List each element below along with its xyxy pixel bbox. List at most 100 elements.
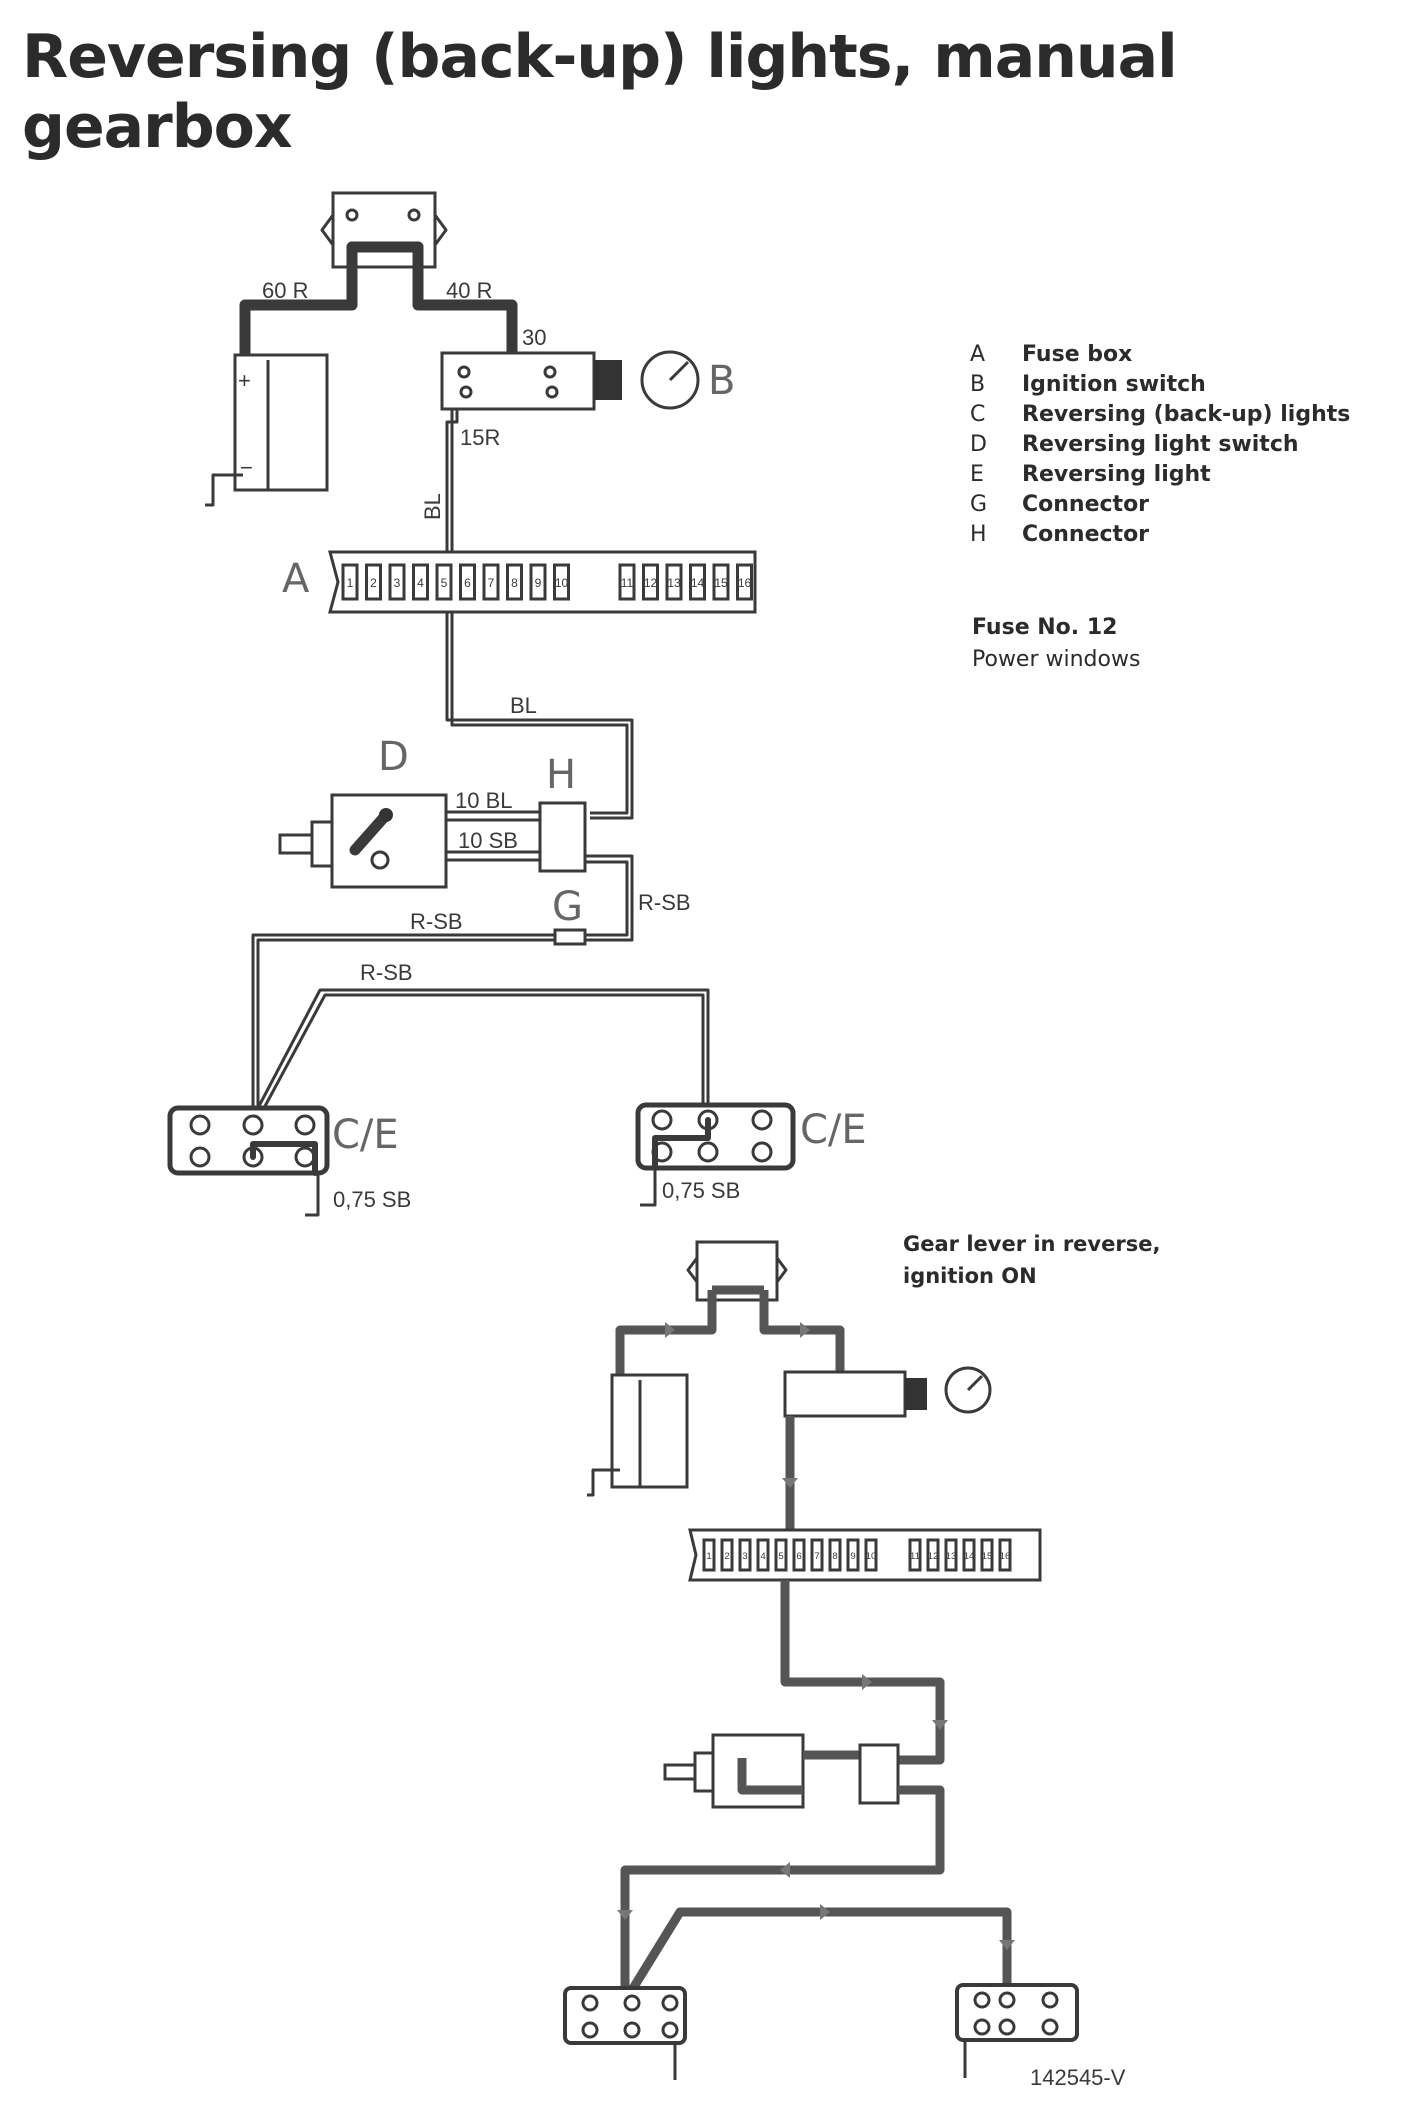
wire-15r-bl <box>445 409 454 562</box>
fuse-number: 8 <box>511 576 518 590</box>
ignition-switch-bottom <box>783 1366 992 1418</box>
fuse-cell <box>553 563 570 601</box>
fuse-number: 9 <box>850 1551 855 1562</box>
legend-label: Ignition switch <box>1022 372 1206 397</box>
lamp-bottom-left <box>563 1986 687 2080</box>
fuse-cell <box>365 563 382 601</box>
ignition-switch-b <box>440 350 700 411</box>
fuse-number: 15 <box>982 1551 993 1562</box>
label-ce-right: C/E <box>800 1107 867 1153</box>
fuse-cell <box>926 1538 940 1572</box>
fuse-cell <box>998 1538 1012 1572</box>
fuse-number: 7 <box>488 576 495 590</box>
fuse-cell <box>702 1538 716 1572</box>
label-10sb: 10 SB <box>458 828 518 853</box>
battery-bottom <box>587 1373 689 1497</box>
fuse-cell <box>962 1538 976 1572</box>
fuse-number: 5 <box>441 576 448 590</box>
connector-h <box>538 801 587 873</box>
legend-label: Connector <box>1022 492 1150 517</box>
fuse-note: Fuse No. 12 Power windows <box>972 612 1140 676</box>
legend-label: Reversing (back-up) lights <box>1022 402 1351 427</box>
legend-label: Fuse box <box>1022 342 1133 367</box>
fuse-number: 4 <box>760 1551 766 1562</box>
fuse-cell <box>712 563 730 601</box>
fuse-cell <box>792 1538 806 1572</box>
label-10bl: 10 BL <box>455 788 513 813</box>
state-note: Gear lever in reverse, ignition ON <box>903 1228 1160 1292</box>
page-title: Reversing (back-up) lights, manual gearb… <box>22 22 1178 162</box>
fuse-cell <box>828 1538 842 1572</box>
svg-text:+: + <box>238 368 251 393</box>
wire-60r <box>239 241 358 366</box>
wire-rsb-lower <box>256 988 710 1110</box>
label-rsb-right: R-SB <box>638 890 691 915</box>
fuse-note-text: Power windows <box>972 647 1141 672</box>
state-note-line2: ignition ON <box>903 1264 1037 1288</box>
label-bl-vertical: BL <box>420 493 445 520</box>
fuse-cell <box>388 563 406 601</box>
fuse-cell <box>341 563 359 601</box>
fuse-number: 12 <box>644 576 658 590</box>
fuse-cell <box>908 1538 922 1572</box>
fuse-number: 3 <box>742 1551 747 1562</box>
live-wire-fuse-to-connector <box>780 1580 945 1765</box>
fuse-number: 3 <box>394 576 401 590</box>
wire-rsb-right <box>585 854 634 942</box>
fuse-cell <box>738 1538 752 1572</box>
fuse-cell <box>482 563 500 601</box>
label-g: G <box>552 884 583 930</box>
legend-label: Connector <box>1022 522 1150 547</box>
label-gnd-right: 0,75 SB <box>662 1178 740 1203</box>
fuse-number: 9 <box>535 576 542 590</box>
fuse-number: 1 <box>706 1551 711 1562</box>
label-ce-left: C/E <box>332 1112 399 1158</box>
wire-rsb-upper <box>251 933 555 1108</box>
legend-label: Reversing light switch <box>1022 432 1299 457</box>
fuse-cell <box>642 563 659 601</box>
fuse-cell <box>756 1538 770 1572</box>
current-flow-arrows <box>617 1322 1015 1950</box>
ref-code: 142545-V <box>1030 2065 1126 2090</box>
fuse-number: 15 <box>714 576 728 590</box>
label-rsb-lower: R-SB <box>360 960 413 985</box>
fuse-number: 11 <box>621 576 634 590</box>
fuse-number: 16 <box>738 576 752 590</box>
fuse-number: 14 <box>964 1551 975 1562</box>
label-d: D <box>378 734 409 780</box>
fuse-number: 12 <box>928 1551 939 1562</box>
fuse-cell <box>665 563 683 601</box>
label-h: H <box>546 752 576 798</box>
fuse-cell <box>412 563 429 601</box>
fuse-number: 4 <box>417 576 424 590</box>
fuse-number: 14 <box>691 576 705 590</box>
fuse-number: 6 <box>796 1551 801 1562</box>
fuse-number: 7 <box>814 1551 819 1562</box>
state-note-line1: Gear lever in reverse, <box>903 1232 1161 1256</box>
fuse-cell <box>774 1538 788 1572</box>
reversing-light-switch-d <box>278 793 540 889</box>
label-b: B <box>708 358 735 404</box>
legend-label: Reversing light <box>1022 462 1211 487</box>
fuse-number: 5 <box>778 1551 783 1562</box>
fuse-cell <box>736 563 753 601</box>
fuse-cell <box>618 563 636 601</box>
fuse-cell <box>864 1538 878 1572</box>
fuse-cell <box>529 563 547 601</box>
fuse-number: 6 <box>464 576 471 590</box>
connector-g <box>553 928 587 946</box>
fuse-cell <box>689 563 706 601</box>
lamp-ce-left <box>167 1105 330 1217</box>
label-a: A <box>282 556 310 602</box>
wire-bl <box>445 612 634 820</box>
label-terminal-30: 30 <box>522 325 546 350</box>
fuse-number: 10 <box>555 576 569 590</box>
